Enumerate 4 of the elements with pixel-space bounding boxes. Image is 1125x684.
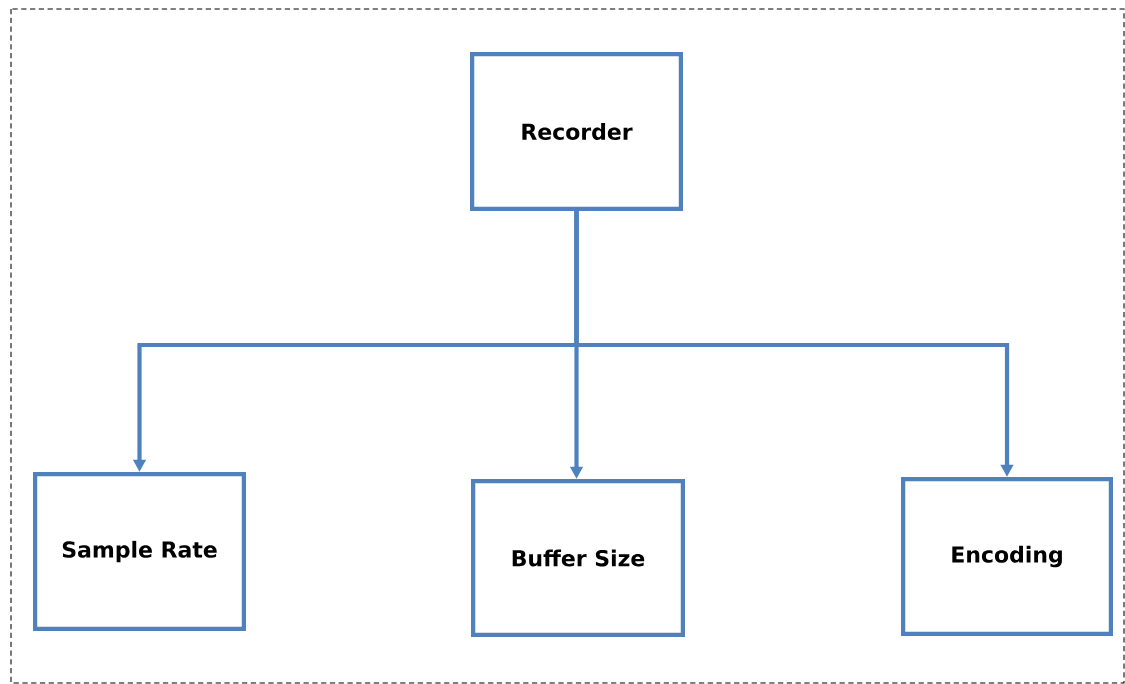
process-box: Recorder bbox=[470, 52, 683, 211]
process-box: Buffer Size bbox=[471, 479, 685, 637]
process-box: Sample Rate bbox=[33, 472, 246, 631]
process-box: Encoding bbox=[901, 477, 1113, 636]
